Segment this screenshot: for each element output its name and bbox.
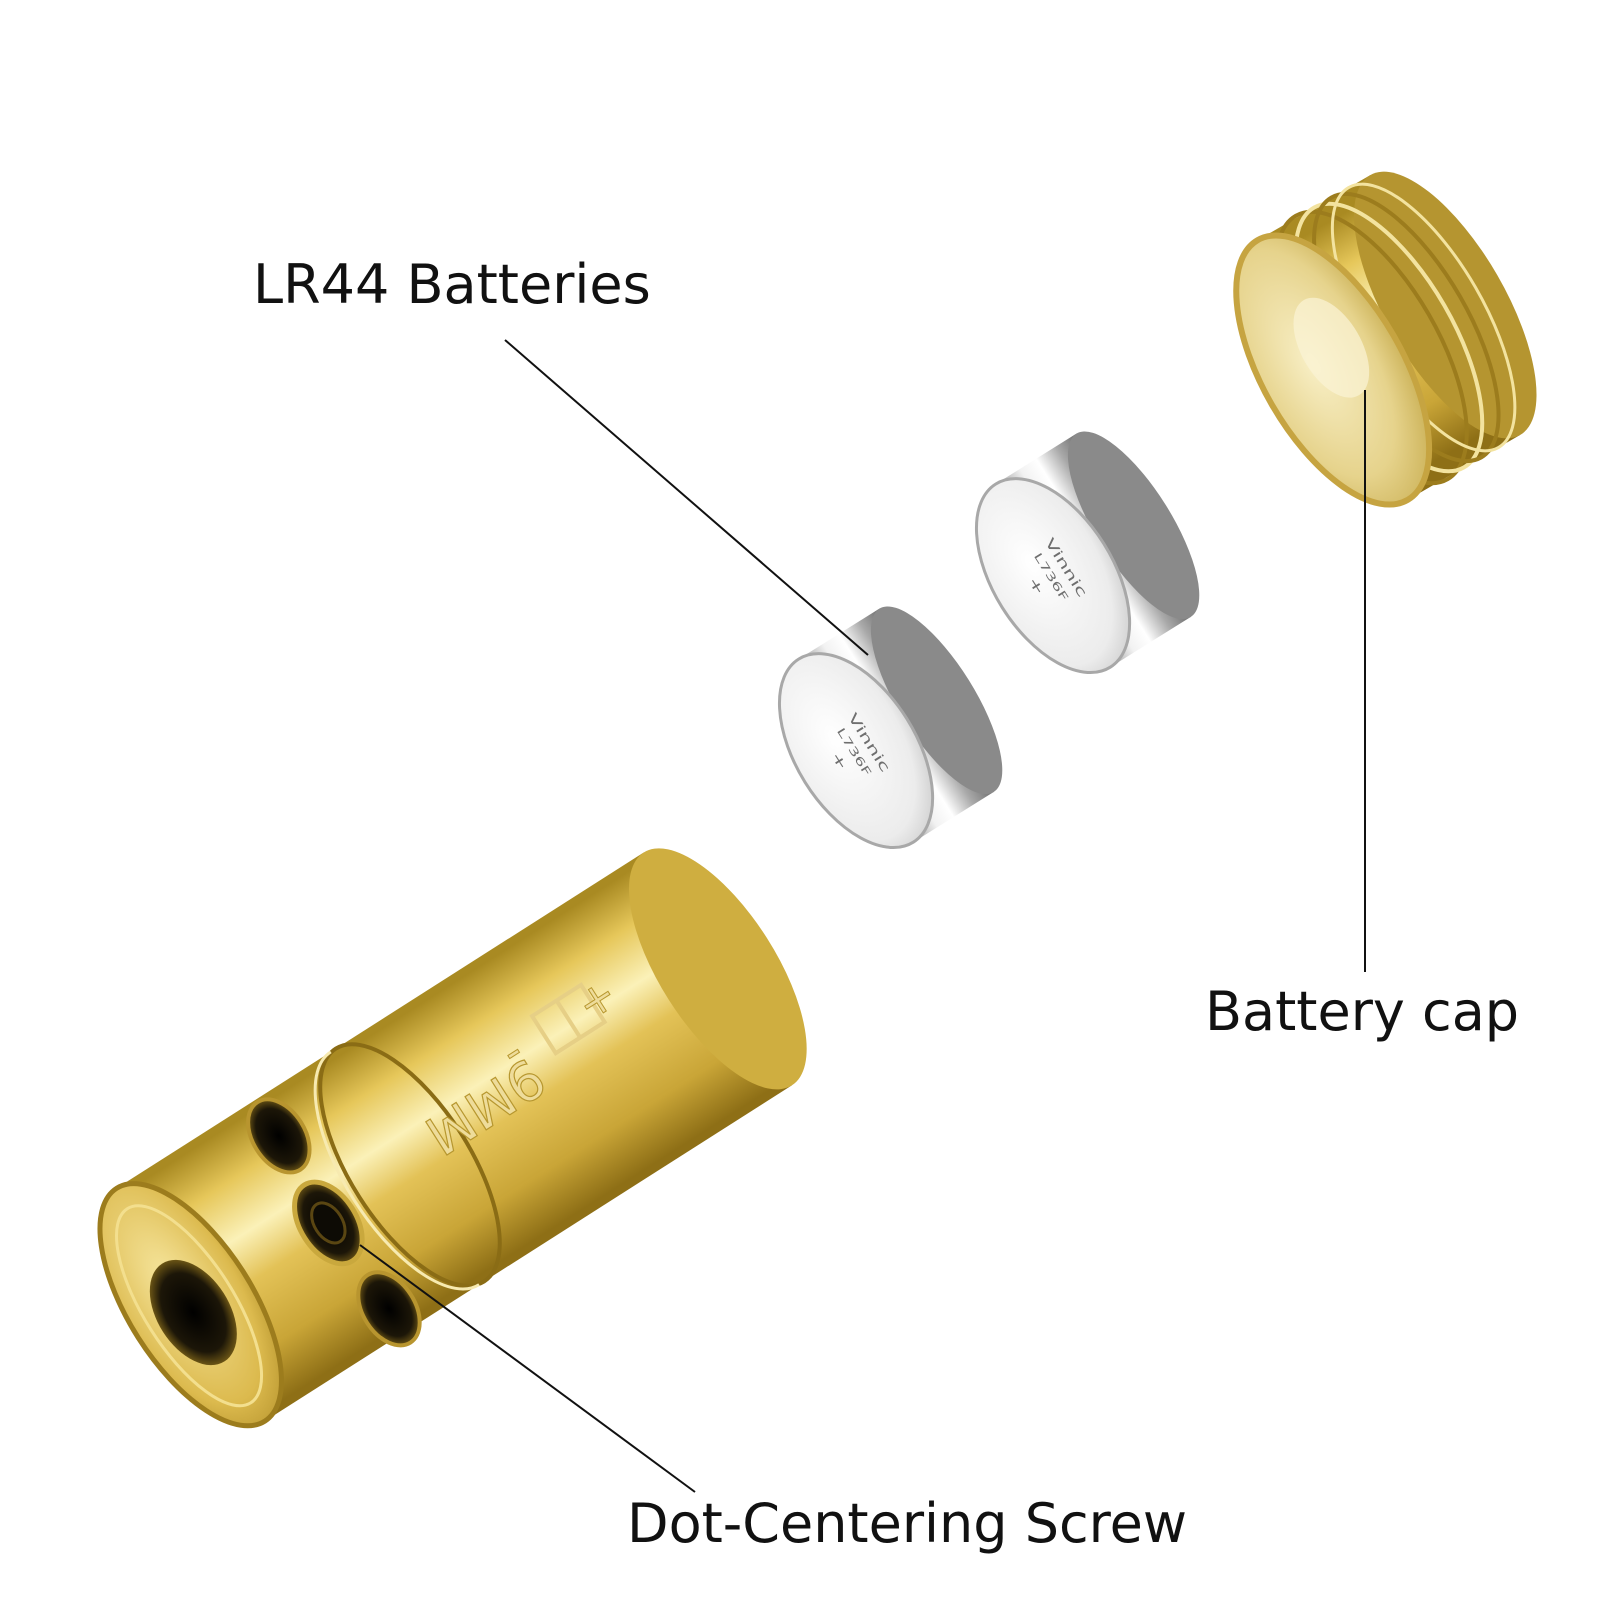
battery-lower: Vinnic L736F + [777,606,1003,850]
label-battery-cap: Battery cap [1205,980,1520,1043]
housing-body [116,852,792,1422]
battery-lower-face [777,652,935,850]
laser-housing: 9MM - + [97,848,807,1429]
leader-line-screw [359,1244,696,1493]
label-lr44-batteries: LR44 Batteries [253,253,651,316]
adjustment-hole-top [246,1097,312,1175]
laser-aperture [149,1259,237,1366]
adjustment-hole-bottom [356,1270,422,1348]
battery-cap [1233,171,1537,508]
housing-rear-end [629,848,807,1090]
battery-upper: Vinnic L736F + [974,431,1200,675]
housing-collar-groove [318,1042,502,1288]
leader-line-batteries [504,339,869,656]
label-dot-centering-screw: Dot-Centering Screw [627,1492,1188,1555]
battery-upper-face [974,477,1132,675]
